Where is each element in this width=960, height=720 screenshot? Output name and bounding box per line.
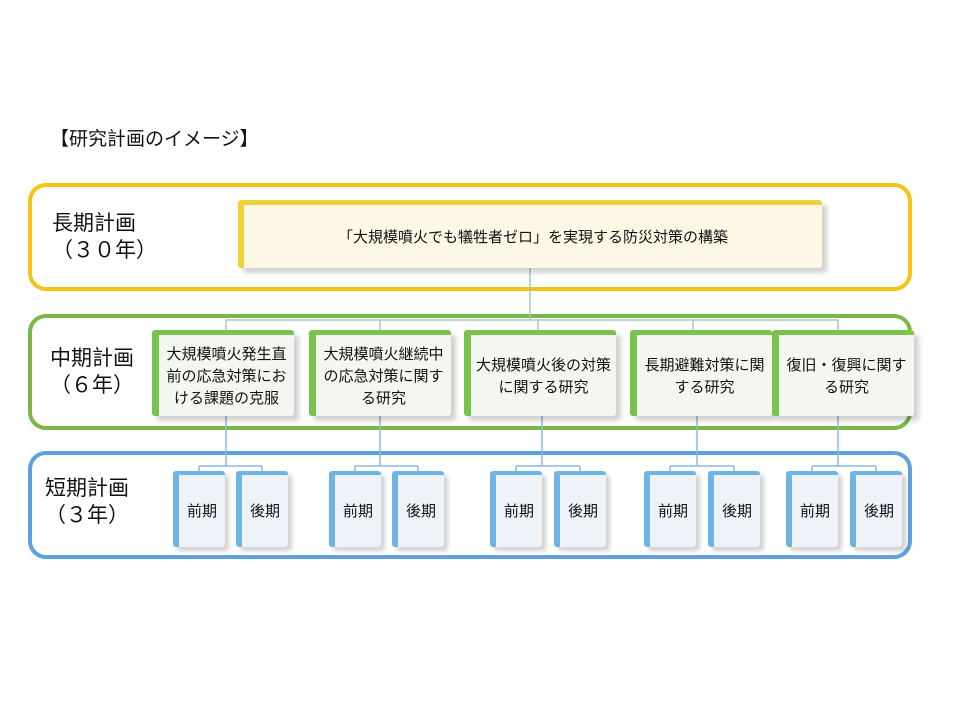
- short-term-phase-card-second: 後期: [236, 471, 288, 547]
- mid-term-label-duration: （６年）: [50, 373, 134, 397]
- mid-term-label: 中期計画 （６年）: [50, 345, 134, 399]
- short-term-phase-label: 後期: [863, 502, 894, 520]
- mid-term-project-card: 大規模噴火発生直前の応急対策における課題の克服: [152, 330, 294, 416]
- long-term-goal-text: 「大規模噴火でも犠牲者ゼロ」を実現する防災対策の構築: [337, 227, 728, 246]
- short-term-phase-card-second: 後期: [850, 471, 902, 547]
- mid-term-project-label: 大規模噴火発生直前の応急対策における課題の克服: [166, 344, 287, 407]
- short-term-label: 短期計画 （３年）: [45, 475, 129, 529]
- mid-term-project-card: 長期避難対策に関する研究: [630, 330, 772, 416]
- long-term-label: 長期計画 （３０年）: [52, 210, 157, 264]
- mid-term-project-card: 大規模噴火後の対策に関する研究: [464, 330, 616, 416]
- short-term-phase-card-first: 前期: [786, 471, 838, 547]
- mid-term-project-label: 長期避難対策に関する研究: [644, 355, 765, 396]
- mid-term-project-card: 復旧・復興に関する研究: [772, 330, 914, 416]
- mid-term-label-name: 中期計画: [50, 346, 134, 370]
- mid-term-project-label: 復旧・復興に関する研究: [786, 355, 907, 396]
- short-term-phase-label: 前期: [799, 502, 830, 520]
- long-term-goal-card: 「大規模噴火でも犠牲者ゼロ」を実現する防災対策の構築: [238, 200, 822, 268]
- short-term-label-duration: （３年）: [45, 503, 129, 527]
- short-term-phase-label: 前期: [342, 502, 373, 520]
- short-term-phase-card-first: 前期: [490, 471, 542, 547]
- short-term-phase-card-first: 前期: [173, 471, 225, 547]
- short-term-phase-card-first: 前期: [644, 471, 696, 547]
- short-term-phase-label: 後期: [567, 502, 598, 520]
- mid-term-project-label: 大規模噴火後の対策に関する研究: [475, 355, 611, 396]
- short-term-phase-card-second: 後期: [554, 471, 606, 547]
- long-term-label-name: 長期計画: [52, 211, 136, 235]
- short-term-phase-label: 後期: [249, 502, 280, 520]
- short-term-phase-card-second: 後期: [708, 471, 760, 547]
- short-term-phase-label: 後期: [721, 502, 752, 520]
- short-term-phase-label: 前期: [657, 502, 688, 520]
- short-term-phase-label: 前期: [186, 502, 217, 520]
- short-term-phase-label: 後期: [405, 502, 436, 520]
- short-term-phase-card-second: 後期: [392, 471, 444, 547]
- short-term-phase-card-first: 前期: [329, 471, 381, 547]
- short-term-label-name: 短期計画: [45, 476, 129, 500]
- short-term-phase-label: 前期: [503, 502, 534, 520]
- slide-title: 【研究計画のイメージ】: [50, 128, 259, 150]
- mid-term-project-label: 大規模噴火継続中の応急対策に関する研究: [323, 344, 444, 407]
- mid-term-project-card: 大規模噴火継続中の応急対策に関する研究: [309, 330, 451, 416]
- long-term-label-duration: （３０年）: [52, 238, 157, 262]
